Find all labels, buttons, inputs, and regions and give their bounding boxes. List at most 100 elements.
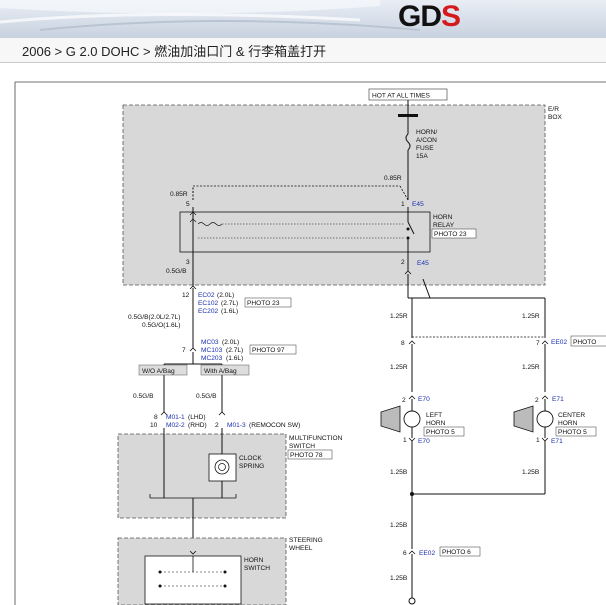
pin-1-center-horn: 1 — [536, 437, 540, 444]
hot-at-all-times-label: HOT AT ALL TIMES — [372, 93, 431, 100]
relay-label: HORN — [433, 214, 453, 221]
horn-relay — [179, 211, 431, 253]
connector-e45-bottom: E45 — [417, 260, 429, 267]
wire-05gb: 0.5G/B — [166, 268, 187, 275]
wire-125b-right: 1.25B — [522, 469, 540, 476]
connector-ec202: EC202 — [198, 308, 218, 315]
banner-swoosh — [0, 0, 421, 31]
pin-2-left-horn: 2 — [402, 397, 406, 404]
connector-ec202-note: (1.6L) — [221, 308, 238, 315]
wire-125r-right: 1.25R — [522, 313, 540, 320]
fuse-label-3: FUSE — [416, 145, 434, 152]
gds-logo: GDS — [398, 0, 461, 33]
photo-97-ref[interactable]: PHOTO 97 — [252, 347, 285, 354]
relay-switch — [407, 221, 415, 235]
photo-6-ref[interactable]: PHOTO 6 — [442, 549, 471, 556]
pin-12: 12 — [182, 292, 190, 299]
connector-m01-1: M01-1 — [166, 414, 185, 421]
with-airbag-label: With A/Bag — [204, 368, 237, 375]
center-horn-label: CENTER — [558, 412, 585, 419]
mfs-label-2: SWITCH — [289, 443, 315, 450]
connector-mc03: MC03 — [201, 339, 219, 346]
wire-085r-left: 0.85R — [170, 191, 188, 198]
ground-point — [408, 597, 416, 605]
top-banner: GDS — [0, 0, 606, 38]
connector-m02-2: M02-2 — [166, 422, 185, 429]
without-airbag-label: W/O A/Bag — [142, 368, 175, 375]
connector-mc203-note: (1.6L) — [226, 355, 243, 362]
connector-e45-top: E45 — [412, 201, 424, 208]
wire-125b-lower: 1.25B — [390, 522, 408, 529]
connector-ee02: EE02 — [551, 339, 567, 346]
er-box-label-2: BOX — [548, 114, 563, 121]
horn-switch-label-2: SWITCH — [244, 565, 270, 572]
clock-spring — [208, 453, 237, 482]
connector-m02-2-note: (RHD) — [188, 422, 207, 429]
left-horn-label: LEFT — [426, 412, 442, 419]
pin-2: 2 — [401, 259, 405, 266]
connector-m01-1-note: (LHD) — [188, 414, 206, 421]
center-horn-label-2: HORN — [558, 420, 578, 427]
pin-10: 10 — [150, 422, 158, 429]
pin-2-switch: 2 — [215, 422, 219, 429]
pin-7: 7 — [182, 347, 186, 354]
pin-7-ee: 7 — [536, 340, 540, 347]
er-box-label: E/R — [548, 106, 559, 113]
left-horn-icon — [380, 405, 401, 433]
clock-spring-label: CLOCK — [239, 455, 262, 462]
breadcrumb[interactable]: 2006 > G 2.0 DOHC > 燃油加油口门 & 行李箱盖打开 — [22, 44, 327, 59]
steering-wheel-label-2: WHEEL — [289, 545, 313, 552]
pin-3: 3 — [186, 259, 190, 266]
mfs-label: MULTIFUNCTION — [289, 435, 343, 442]
wire-125r-right-2: 1.25R — [522, 364, 540, 371]
connector-mc03-note: (2.0L) — [222, 339, 239, 346]
wire-085r-top: 0.85R — [384, 175, 402, 182]
fuse-symbol — [405, 133, 411, 151]
center-horn-icon — [513, 405, 534, 433]
breadcrumb-bar — [0, 38, 606, 63]
connector-m01-3-note: (REMOCON SW) — [249, 422, 300, 429]
connector-mc203: MC203 — [201, 355, 223, 362]
wire-125r-left-2: 1.25R — [390, 364, 408, 371]
photo-5-ref-center[interactable]: PHOTO 5 — [558, 429, 587, 436]
connector-e71-bottom: E71 — [551, 438, 563, 445]
photo-78-ref[interactable]: PHOTO 78 — [290, 452, 323, 459]
left-horn-label-2: HORN — [426, 420, 446, 427]
horn-wiring-diagram: E/R BOX HOT AT ALL TIMES HORN/ A/CON FUS… — [14, 81, 606, 605]
pin-2-center-horn: 2 — [535, 397, 539, 404]
relay-coil — [197, 222, 223, 226]
connector-ec02: EC02 — [198, 292, 215, 299]
connector-e70-bottom: E70 — [418, 438, 430, 445]
connector-ec102-note: (2.7L) — [221, 300, 238, 307]
connector-ec02-note: (2.0L) — [217, 292, 234, 299]
fuse-label: HORN/ — [416, 129, 437, 136]
relay-label-2: RELAY — [433, 222, 455, 229]
clock-spring-label-2: SPRING — [239, 463, 264, 470]
pin-8-ee: 8 — [401, 340, 405, 347]
fuse-rating: 15A — [416, 153, 428, 160]
photo-5-ref-left[interactable]: PHOTO 5 — [426, 429, 455, 436]
connector-ee02-bottom: EE02 — [419, 550, 435, 557]
horn-switch-label: HORN — [244, 557, 264, 564]
steering-wheel-label: STEERING — [289, 537, 323, 544]
connector-m01-3: M01-3 — [227, 422, 246, 429]
pin-5: 5 — [186, 201, 190, 208]
connector-mc103-note: (2.7L) — [226, 347, 243, 354]
fuse-label-2: A/CON — [416, 137, 437, 144]
wire-125r-left: 1.25R — [390, 313, 408, 320]
wire-05gb-left: 0.5G/B — [133, 393, 154, 400]
connector-mc103: MC103 — [201, 347, 223, 354]
connector-e71-top: E71 — [552, 396, 564, 403]
photo-23-ref[interactable]: PHOTO 23 — [434, 231, 467, 238]
wire-05go-variant: 0.5G/O(1.6L) — [142, 322, 180, 329]
pin-1-left-horn: 1 — [403, 437, 407, 444]
pin-8: 8 — [154, 414, 158, 421]
connector-e70-top: E70 — [418, 396, 430, 403]
connector-ec102: EC102 — [198, 300, 218, 307]
wire-125b-left: 1.25B — [390, 469, 408, 476]
pin-6: 6 — [403, 550, 407, 557]
multifunction-switch — [117, 433, 287, 519]
wire-05gb-variant: 0.5G/B(2.0L/2.7L) — [128, 314, 180, 321]
photo-ref-truncated[interactable]: PHOTO — [573, 339, 596, 346]
photo-23-ref-2[interactable]: PHOTO 23 — [247, 300, 280, 307]
